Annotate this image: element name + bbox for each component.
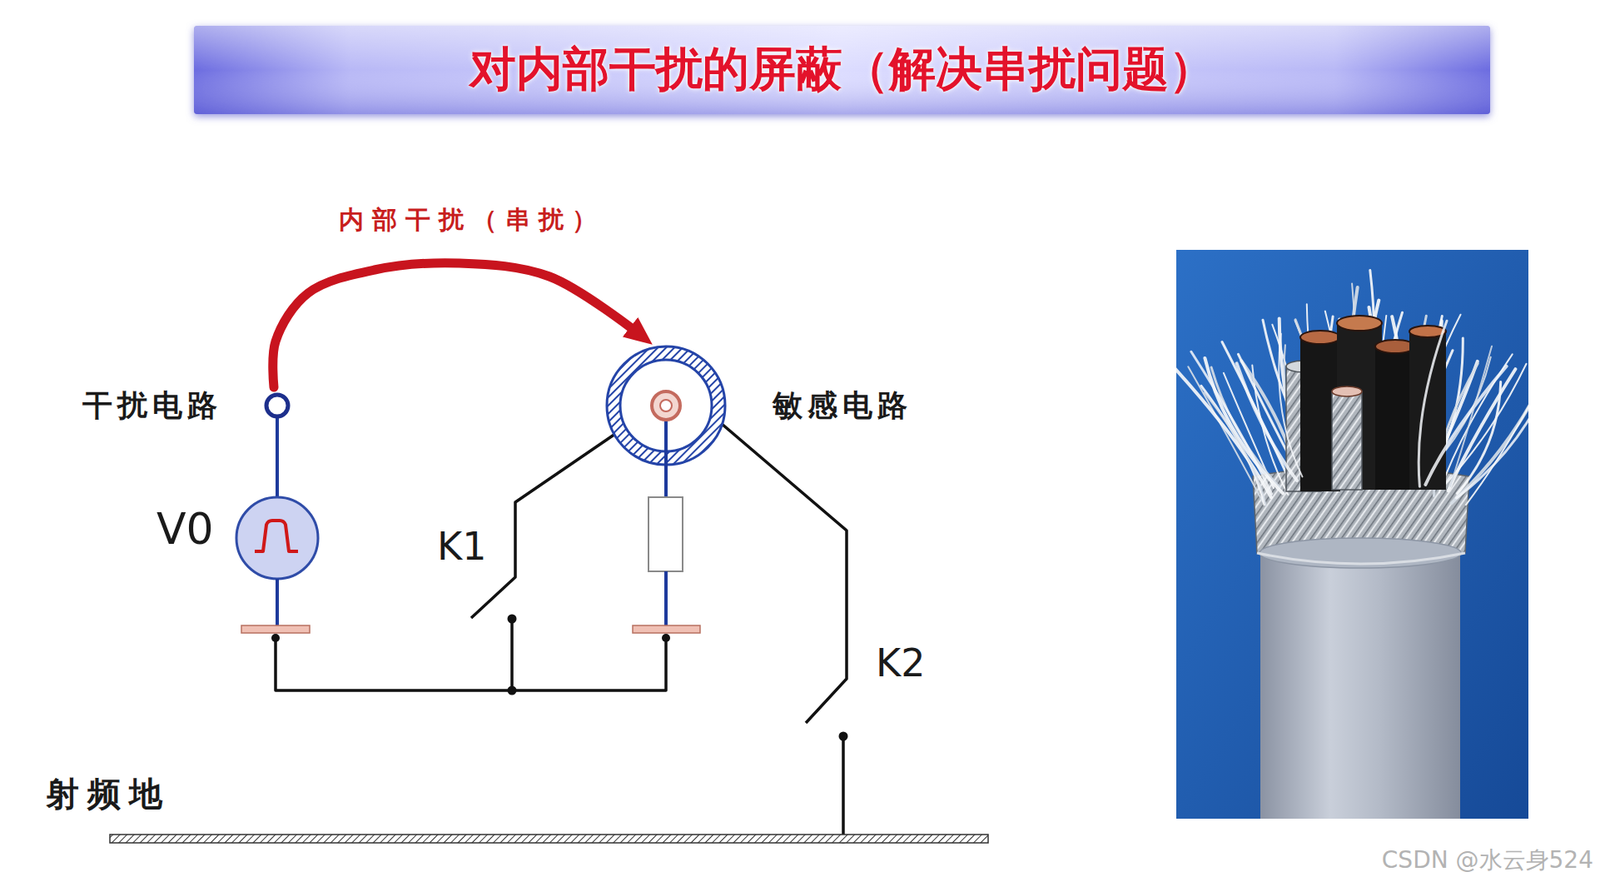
label-box: K1	[437, 524, 487, 569]
filler-fiber	[1278, 333, 1302, 478]
shielded-conductor: 敏感电路	[603, 342, 913, 468]
signal-wire	[275, 578, 279, 626]
title-banner	[193, 25, 1491, 115]
signal-wire	[664, 462, 668, 497]
ground-wire	[841, 735, 845, 836]
cable-jacket	[1260, 551, 1461, 819]
terminal-symbol	[266, 394, 289, 417]
ground-wiring	[275, 423, 847, 836]
junction-dots	[271, 614, 849, 844]
slide-title: 对内部干扰的屏蔽（解决串扰问题）	[469, 38, 1216, 102]
junction-dot	[507, 685, 517, 696]
filler-fiber	[1191, 351, 1273, 494]
title-banner	[193, 25, 1491, 115]
cable-cores	[1286, 315, 1446, 492]
edge-label-box: 内部干扰（串扰）	[337, 204, 607, 235]
shielded-cable-photo	[1176, 249, 1529, 819]
switch-name: K1	[437, 523, 487, 569]
signal-wire	[664, 571, 668, 626]
filler-fiber	[1237, 362, 1297, 481]
center-conductor	[660, 399, 672, 412]
ground-plate	[632, 625, 701, 633]
switch-name: K2	[875, 640, 925, 686]
copper-core-end	[1300, 330, 1341, 344]
label-box: K2	[875, 640, 925, 686]
ground-wire	[275, 637, 666, 691]
center-conductor	[651, 391, 681, 420]
switch-contact	[507, 614, 517, 624]
circuit-terminal: 干扰电路	[82, 387, 291, 423]
source-name: V0	[156, 503, 214, 554]
filler-fibers	[1176, 269, 1529, 505]
label-box: 射频地	[45, 774, 171, 813]
sensitive-circuit	[632, 462, 701, 633]
ground-plate	[241, 625, 310, 633]
copper-core-end	[1375, 339, 1416, 353]
core-end	[1331, 386, 1362, 397]
circuit-name: 敏感电路	[772, 387, 913, 423]
interference-circuit	[236, 416, 319, 633]
copper-core-end	[1336, 315, 1382, 331]
label-box: V0	[156, 504, 214, 555]
rf-ground-bar	[109, 834, 989, 843]
filler-fiber	[1465, 392, 1529, 505]
switch-k2-wire	[721, 423, 847, 723]
cable-core	[1375, 346, 1416, 490]
terminal-symbol	[263, 392, 291, 419]
edge-label: 内部干扰（串扰）	[337, 204, 607, 234]
crosstalk-arrow	[273, 263, 639, 388]
junction-dot	[661, 633, 671, 642]
circuit-name: 干扰电路	[82, 387, 223, 423]
filler-fiber	[1456, 392, 1530, 498]
filler-fibers	[1191, 320, 1529, 507]
filler-fiber	[1425, 366, 1506, 485]
switch-contact	[839, 731, 849, 741]
switch-k1-wire	[471, 433, 616, 618]
shielded-core	[1331, 391, 1362, 490]
braid-edge	[1257, 552, 1466, 564]
ground-wire	[510, 618, 514, 691]
label-box: CSDN @水云身524	[1381, 846, 1594, 874]
pulse-source-symbol	[236, 496, 319, 579]
resistor-symbol	[648, 496, 683, 572]
signal-wire	[664, 419, 668, 467]
title-banner-shade	[193, 25, 1491, 115]
shield-symbol	[603, 342, 729, 468]
watermark: CSDN @水云身524	[1381, 845, 1594, 874]
title-box: 对内部干扰的屏蔽（解决串扰问题）	[193, 25, 1491, 115]
pulse-symbol	[254, 520, 299, 552]
filler-fiber	[1450, 346, 1492, 487]
filler-fiber	[1204, 357, 1283, 493]
cable-core	[1409, 331, 1446, 490]
ground-name: 射频地	[45, 774, 171, 813]
filler-fiber	[1187, 366, 1263, 502]
filler-fiber	[1418, 320, 1447, 487]
signal-wire	[275, 416, 279, 497]
junction-dot	[271, 633, 280, 642]
